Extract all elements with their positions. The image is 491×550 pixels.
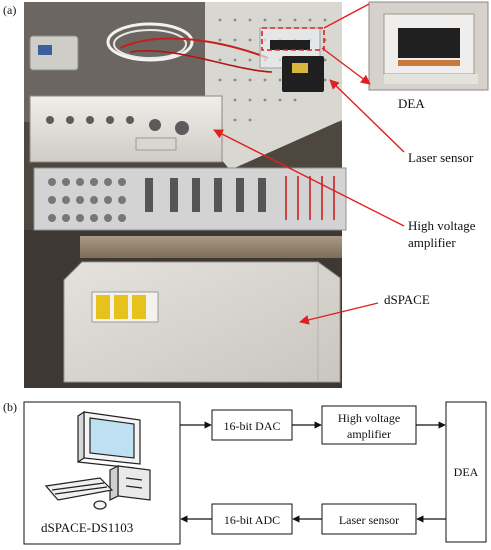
dea-label: DEA [454,465,479,479]
dea-box [445,401,487,543]
hv-amplifier-box [321,405,417,445]
computer-box [23,401,181,545]
laser-sensor-label: Laser sensor [339,513,399,527]
laser-sensor-arrow [329,79,405,153]
panel-a-label: (a) [3,3,16,17]
hv-amplifier-callout-label-line1: High voltage [408,218,476,233]
panel-b-label: (b) [3,400,17,414]
adc-label: 16-bit ADC [224,513,280,527]
desktop-computer-icon [44,410,151,510]
dac-label: 16-bit DAC [224,419,281,433]
dea-callout-label: DEA [398,96,425,111]
dspace-arrow [299,302,379,325]
hv-amplifier-label-line2: amplifier [347,427,391,441]
hv-amplifier-label-line1: High voltage [338,411,400,425]
laser-sensor-box [321,503,417,535]
computer-label: dSPACE-DS1103 [41,520,133,535]
dac-box [211,409,293,441]
dea-highlight-box [261,27,325,51]
laser-sensor-callout-label: Laser sensor [408,150,474,165]
hv-amplifier-callout-label-line2: amplifier [408,235,456,250]
adc-box [211,503,293,535]
dea-inset-arrow [321,47,371,85]
hv-amplifier-arrow [213,129,405,227]
dea-callout-line [323,3,370,29]
dea-inset-photo [368,1,489,91]
dspace-callout-label: dSPACE [384,292,430,307]
lab-setup-photo [24,2,347,388]
